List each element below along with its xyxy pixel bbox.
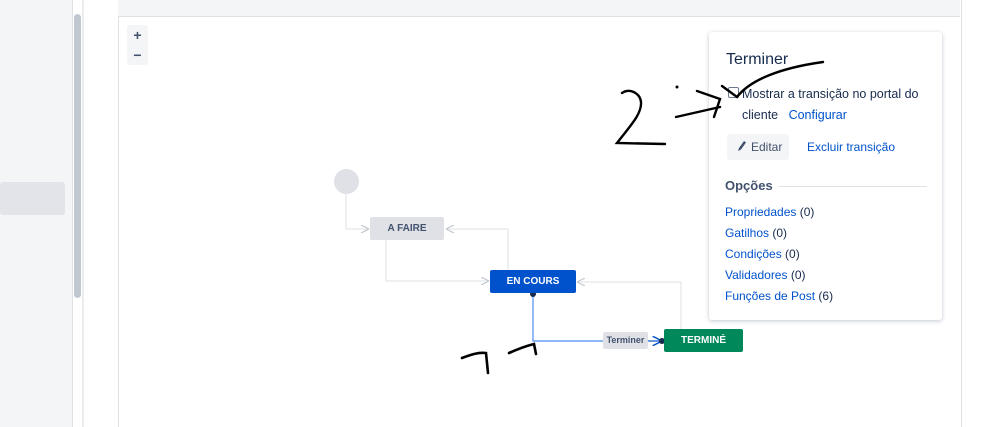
options-divider — [779, 186, 927, 187]
option-link-post-functions[interactable]: Funções de Post — [725, 289, 816, 303]
status-a-faire[interactable]: A FAIRE — [370, 217, 444, 240]
option-count: (6) — [818, 289, 834, 303]
start-node — [334, 169, 359, 194]
zoom-in-button[interactable]: + — [133, 27, 142, 43]
connector-termine-encours[interactable] — [578, 282, 682, 329]
pencil-icon — [738, 141, 746, 151]
option-link-conditions[interactable]: Condições — [725, 247, 782, 261]
annotation-arrow-1 — [507, 342, 538, 356]
option-count: (0) — [799, 205, 815, 219]
option-item: Condições (0) — [725, 247, 800, 261]
status-en-cours[interactable]: EN COURS — [490, 270, 576, 293]
annotation-number-1 — [460, 351, 490, 375]
option-item: Gatilhos (0) — [725, 226, 787, 240]
option-link-validators[interactable]: Validadores — [725, 268, 788, 282]
sidebar-scrollbar[interactable] — [74, 14, 81, 298]
options-heading: Opções — [725, 178, 773, 193]
transition-details-panel: Terminer Mostrar a transição no portal d… — [709, 32, 942, 320]
option-item: Validadores (0) — [725, 268, 806, 282]
show-in-portal-checkbox[interactable] — [728, 87, 739, 98]
transition-target-dot — [659, 338, 665, 344]
sidebar-selected-item[interactable] — [0, 182, 65, 215]
option-link-triggers[interactable]: Gatilhos — [725, 226, 770, 240]
start-connector — [345, 194, 368, 229]
connector-encours-afaire[interactable] — [447, 229, 509, 270]
show-in-portal-text: Mostrar a transição no portal do cliente — [742, 87, 919, 122]
annotation-arrow-head — [695, 89, 722, 119]
option-count: (0) — [772, 226, 788, 240]
annotation-number-2 — [614, 89, 667, 146]
transition-label-terminer[interactable]: Terminer — [603, 332, 648, 349]
delete-transition-link[interactable]: Excluir transição — [807, 140, 896, 154]
connector-afaire-encours[interactable] — [385, 240, 488, 281]
left-sidebar — [0, 0, 73, 427]
annotation-arrow-shaft — [674, 105, 722, 119]
divider — [82, 0, 84, 427]
edit-button[interactable]: Editar — [727, 134, 789, 160]
option-count: (0) — [785, 247, 800, 261]
canvas-toolbar-strip — [118, 0, 960, 17]
option-count: (0) — [790, 268, 806, 282]
status-termine[interactable]: TERMINÉ — [664, 329, 743, 352]
zoom-controls: + − — [127, 25, 148, 65]
option-item: Propriedades (0) — [725, 205, 814, 219]
annotation-dot — [675, 85, 679, 89]
show-in-portal-label: Mostrar a transição no portal do cliente… — [742, 84, 927, 126]
panel-title: Terminer — [726, 51, 789, 68]
selected-transition-line[interactable] — [532, 294, 603, 342]
edit-button-label: Editar — [751, 140, 783, 154]
configure-link[interactable]: Configurar — [788, 108, 847, 122]
annotation-checkmark — [720, 60, 825, 99]
option-item: Funções de Post (6) — [725, 289, 833, 303]
option-link-properties[interactable]: Propriedades — [725, 205, 797, 219]
zoom-out-button[interactable]: − — [133, 47, 142, 63]
